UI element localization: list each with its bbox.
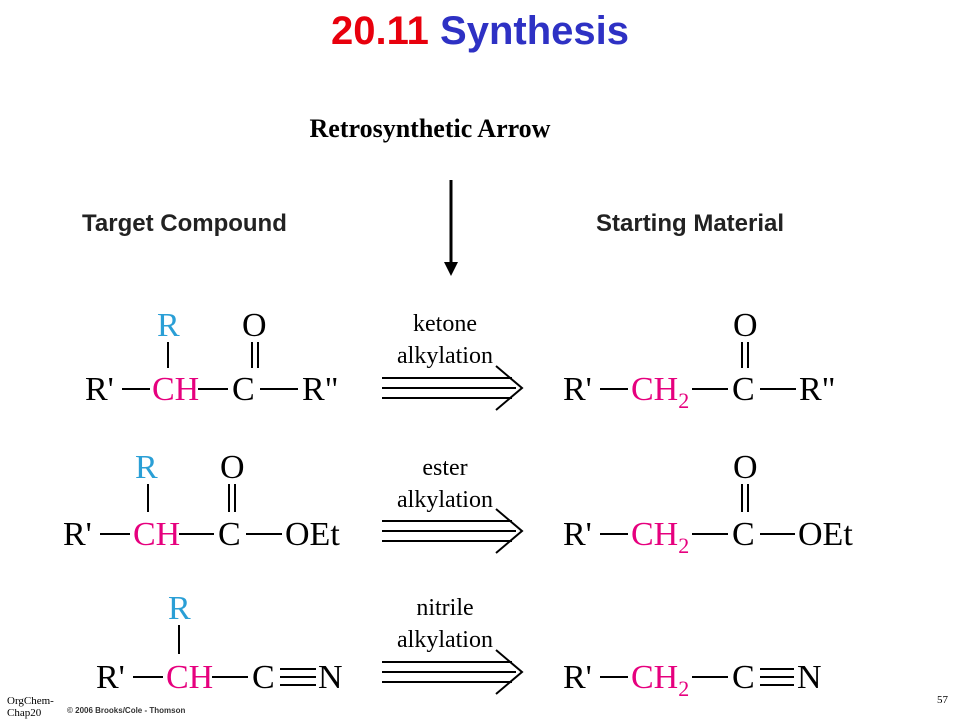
r-group-label: R [157, 307, 180, 344]
reaction-label-line2: alkylation [397, 487, 493, 513]
r-prime-label: R' [63, 516, 92, 553]
r-group-label: R [168, 590, 191, 627]
substituent-label: R" [302, 371, 339, 408]
reaction-label-line1: ester [422, 455, 467, 481]
starting-ester: R' CH2 C OEt O [563, 449, 853, 558]
nitrogen-label: N [318, 659, 343, 696]
retrosynthetic-arrow-icon [382, 649, 524, 695]
r-prime-label: R' [563, 516, 592, 553]
reaction-nitrile: R' CH C N R nitrile alkylation R' CH2 [96, 590, 822, 701]
substituent-label: R" [799, 371, 836, 408]
substituent-label: OEt [798, 516, 853, 553]
reaction-label-line2: alkylation [397, 627, 493, 653]
ch2-label: CH2 [631, 659, 689, 701]
target-ester: R' CH C OEt R O [63, 449, 340, 553]
retrosynthetic-arrow-label: Retrosynthetic Arrow [309, 114, 551, 143]
reaction-label-line1: nitrile [416, 595, 473, 621]
oxygen-label: O [242, 307, 267, 344]
target-nitrile: R' CH C N R [96, 590, 343, 696]
section-title: Synthesis [440, 9, 629, 53]
r-prime-label: R' [563, 371, 592, 408]
starting-nitrile: R' CH2 C N [563, 659, 822, 701]
section-number: 20.11 [331, 9, 429, 53]
copyright-notice: © 2006 Brooks/Cole - Thomson [67, 706, 186, 715]
starting-ketone: R' CH2 C R" O [563, 307, 836, 413]
starting-material-header: Starting Material [596, 210, 785, 237]
substituent-label: OEt [285, 516, 340, 553]
slide-title: 20.11 Synthesis [0, 8, 960, 54]
ch-label: CH [152, 371, 199, 408]
oxygen-label: O [220, 449, 245, 486]
r-group-label: R [135, 449, 158, 486]
ch2-label: CH2 [631, 516, 689, 558]
reaction-ester: R' CH C OEt R O ester alkylation R' CH2 [63, 449, 853, 558]
r-prime-label: R' [85, 371, 114, 408]
r-prime-label: R' [563, 659, 592, 696]
page-number: 57 [937, 694, 948, 706]
retrosynthetic-arrow-icon [382, 365, 524, 411]
nitrogen-label: N [797, 659, 822, 696]
triple-bond-icon [280, 668, 316, 686]
ch2-label: CH2 [631, 371, 689, 413]
carbonyl-carbon-label: C [732, 371, 755, 408]
target-compound-header: Target Compound [82, 210, 287, 237]
carbonyl-carbon-label: C [732, 516, 755, 553]
nitrile-carbon-label: C [732, 659, 755, 696]
target-ketone: R' CH C R" R O [85, 307, 339, 408]
oxygen-label: O [733, 449, 758, 486]
down-arrow-icon [444, 180, 458, 276]
reaction-label-line2: alkylation [397, 343, 493, 369]
r-prime-label: R' [96, 659, 125, 696]
reaction-ketone: R' CH C R" R O ketone alkylation R' CH2 [85, 307, 836, 413]
carbonyl-carbon-label: C [232, 371, 255, 408]
triple-bond-icon [760, 668, 794, 686]
reaction-label-line1: ketone [413, 311, 477, 337]
footer-course-label: OrgChem- Chap20 [7, 695, 54, 719]
retrosynthetic-arrow-icon [382, 508, 524, 554]
ch-label: CH [166, 659, 213, 696]
oxygen-label: O [733, 307, 758, 344]
carbonyl-carbon-label: C [218, 516, 241, 553]
nitrile-carbon-label: C [252, 659, 275, 696]
ch-label: CH [133, 516, 180, 553]
